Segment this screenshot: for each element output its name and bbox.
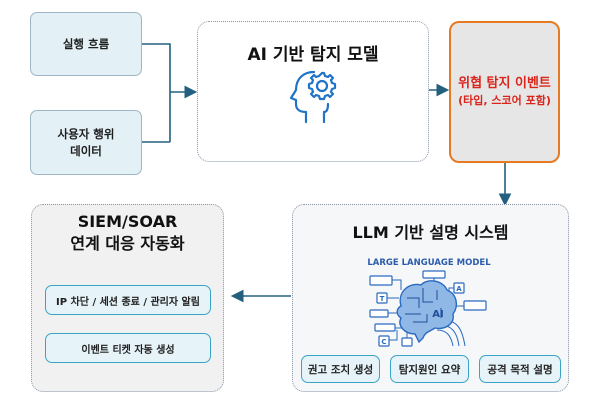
- input-user-behavior: 사용자 행위 데이터: [30, 110, 142, 175]
- head-gear-icon: [289, 70, 337, 124]
- ai-detection-model-box: AI 기반 탐지 모델: [197, 21, 429, 162]
- siem-soar-box: SIEM/SOAR 연계 대응 자동화 IP 차단 / 세션 종료 / 관리자 …: [31, 204, 224, 392]
- llm-illustration-label: LARGE LANGUAGE MODEL: [367, 258, 491, 268]
- ai-model-title: AI 기반 탐지 모델: [247, 45, 379, 65]
- input-user-behavior-line2: 데이터: [70, 143, 102, 158]
- llm-output-attack-purpose-label: 공격 목적 설명: [487, 363, 553, 376]
- siem-action-ticket: 이벤트 티켓 자동 생성: [45, 333, 211, 363]
- llm-output-cause-summary-label: 탐지원인 요약: [398, 363, 461, 376]
- llm-title: LLM 기반 설명 시스템: [352, 223, 509, 242]
- threat-event-subtitle: (타입, 스코어 포함): [458, 94, 551, 107]
- siem-title-line1: SIEM/SOAR: [77, 212, 178, 231]
- chip-letter-c: C: [381, 338, 386, 346]
- llm-output-recommend-label: 권고 조치 생성: [307, 363, 374, 376]
- input-user-behavior-line1: 사용자 행위: [57, 126, 115, 141]
- siem-action-ticket-label: 이벤트 티켓 자동 생성: [81, 344, 175, 356]
- siem-action-block-alert-label: IP 차단 / 세션 종료 / 관리자 알림: [56, 296, 200, 308]
- chip-letter-a: A: [456, 285, 462, 293]
- threat-event-box: 위협 탐지 이벤트 (타입, 스코어 포함): [449, 21, 560, 163]
- brain-llm-icon: T A C AI: [369, 270, 487, 347]
- input-execution-flow-label: 실행 흐름: [62, 36, 110, 51]
- connector-input1: [142, 43, 171, 142]
- brain-ai-label: AI: [432, 309, 443, 320]
- threat-event-title: 위협 탐지 이벤트: [458, 76, 551, 91]
- input-execution-flow: 실행 흐름: [30, 12, 142, 76]
- llm-explanation-box: LLM 기반 설명 시스템 LARGE LANGUAGE MODEL T A C…: [292, 204, 569, 392]
- llm-output-attack-purpose: 공격 목적 설명: [479, 355, 561, 383]
- chip-letter-t: T: [380, 295, 385, 303]
- llm-output-cause-summary: 탐지원인 요약: [390, 355, 469, 383]
- siem-title-line2: 연계 대응 자동화: [70, 234, 185, 253]
- siem-action-block-alert: IP 차단 / 세션 종료 / 관리자 알림: [45, 285, 211, 315]
- llm-output-recommend: 권고 조치 생성: [301, 355, 380, 383]
